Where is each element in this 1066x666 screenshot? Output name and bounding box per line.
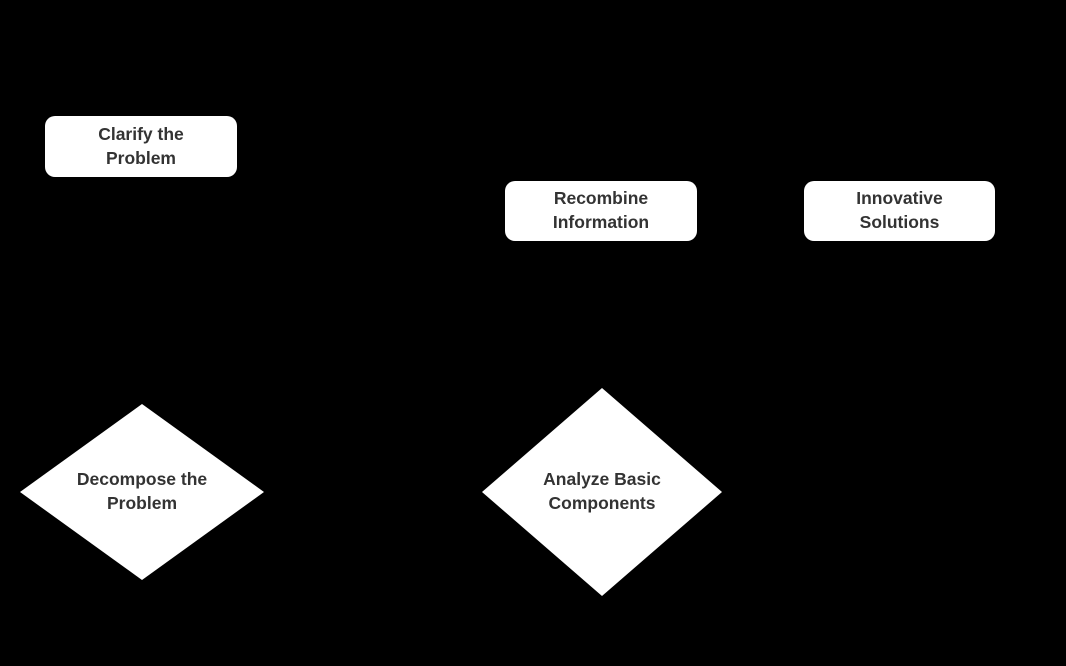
node-innovative-solutions: Innovative Solutions (804, 181, 995, 241)
node-innovative-solutions-label: Innovative Solutions (856, 188, 943, 232)
node-analyze-basic-components: Analyze Basic Components (482, 388, 722, 596)
node-analyze-basic-components-label: Analyze Basic Components (543, 469, 661, 513)
node-clarify-the-problem: Clarify the Problem (45, 116, 237, 177)
node-decompose-the-problem-label: Decompose the Problem (76, 469, 208, 513)
node-clarify-the-problem-label: Clarify the Problem (98, 123, 184, 168)
node-recombine-information: Recombine Information (505, 181, 697, 241)
node-recombine-information-label: Recombine Information (552, 188, 650, 232)
node-decompose-the-problem: Decompose the Problem (20, 404, 264, 580)
